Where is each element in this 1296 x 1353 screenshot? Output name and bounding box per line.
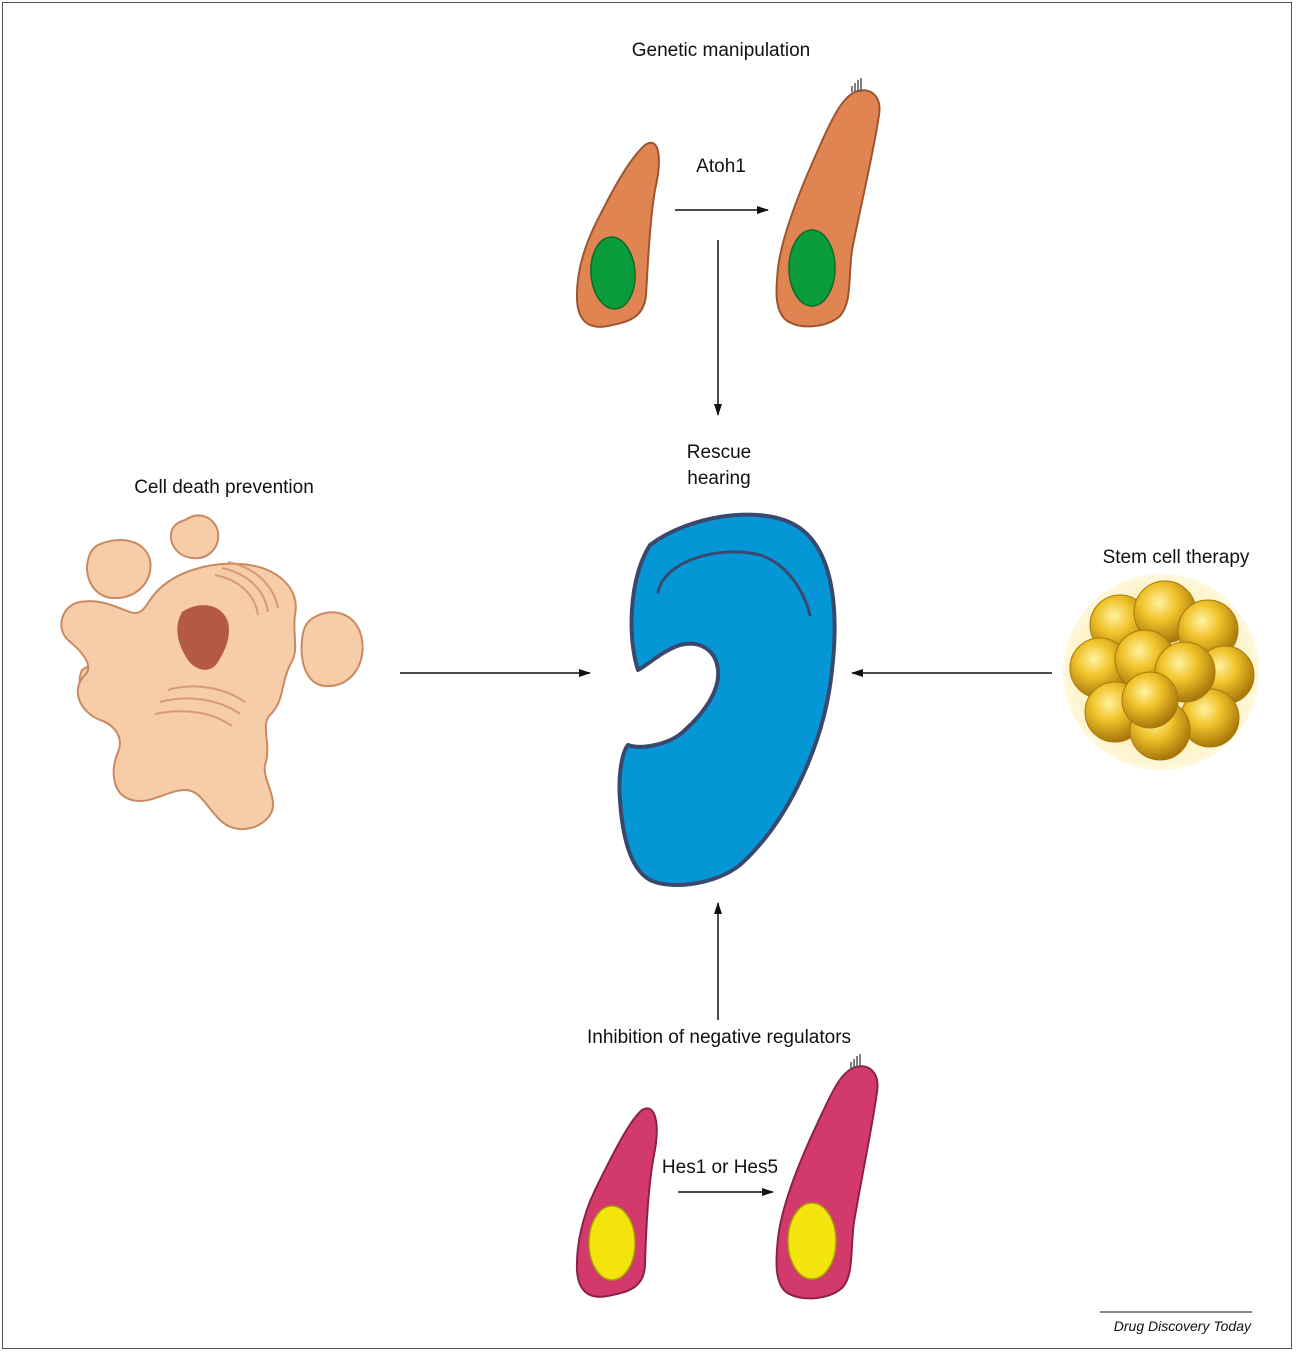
stem-cell-therapy-label: Stem cell therapy — [1103, 547, 1250, 568]
inhibition-label: Inhibition of negative regulators — [587, 1027, 851, 1048]
hair-cell-icon — [776, 78, 879, 326]
cochlea-icon — [619, 515, 834, 885]
credit-label: Drug Discovery Today — [1114, 1318, 1252, 1334]
supporting-cell-icon — [577, 143, 659, 327]
stem-cell-cluster-icon — [1063, 574, 1259, 770]
cell-death-prevention-label: Cell death prevention — [134, 477, 314, 498]
supporting-cell-pink-icon — [577, 1108, 657, 1296]
rescue-label-line1: Rescue — [687, 442, 751, 463]
rescue-label-line2: hearing — [687, 468, 750, 489]
apoptotic-cell-icon — [61, 516, 362, 830]
hes-label: Hes1 or Hes5 — [662, 1157, 778, 1178]
atoh1-label: Atoh1 — [696, 156, 746, 177]
genetic-manipulation-label: Genetic manipulation — [632, 40, 811, 61]
hair-cell-pink-icon — [776, 1054, 877, 1298]
